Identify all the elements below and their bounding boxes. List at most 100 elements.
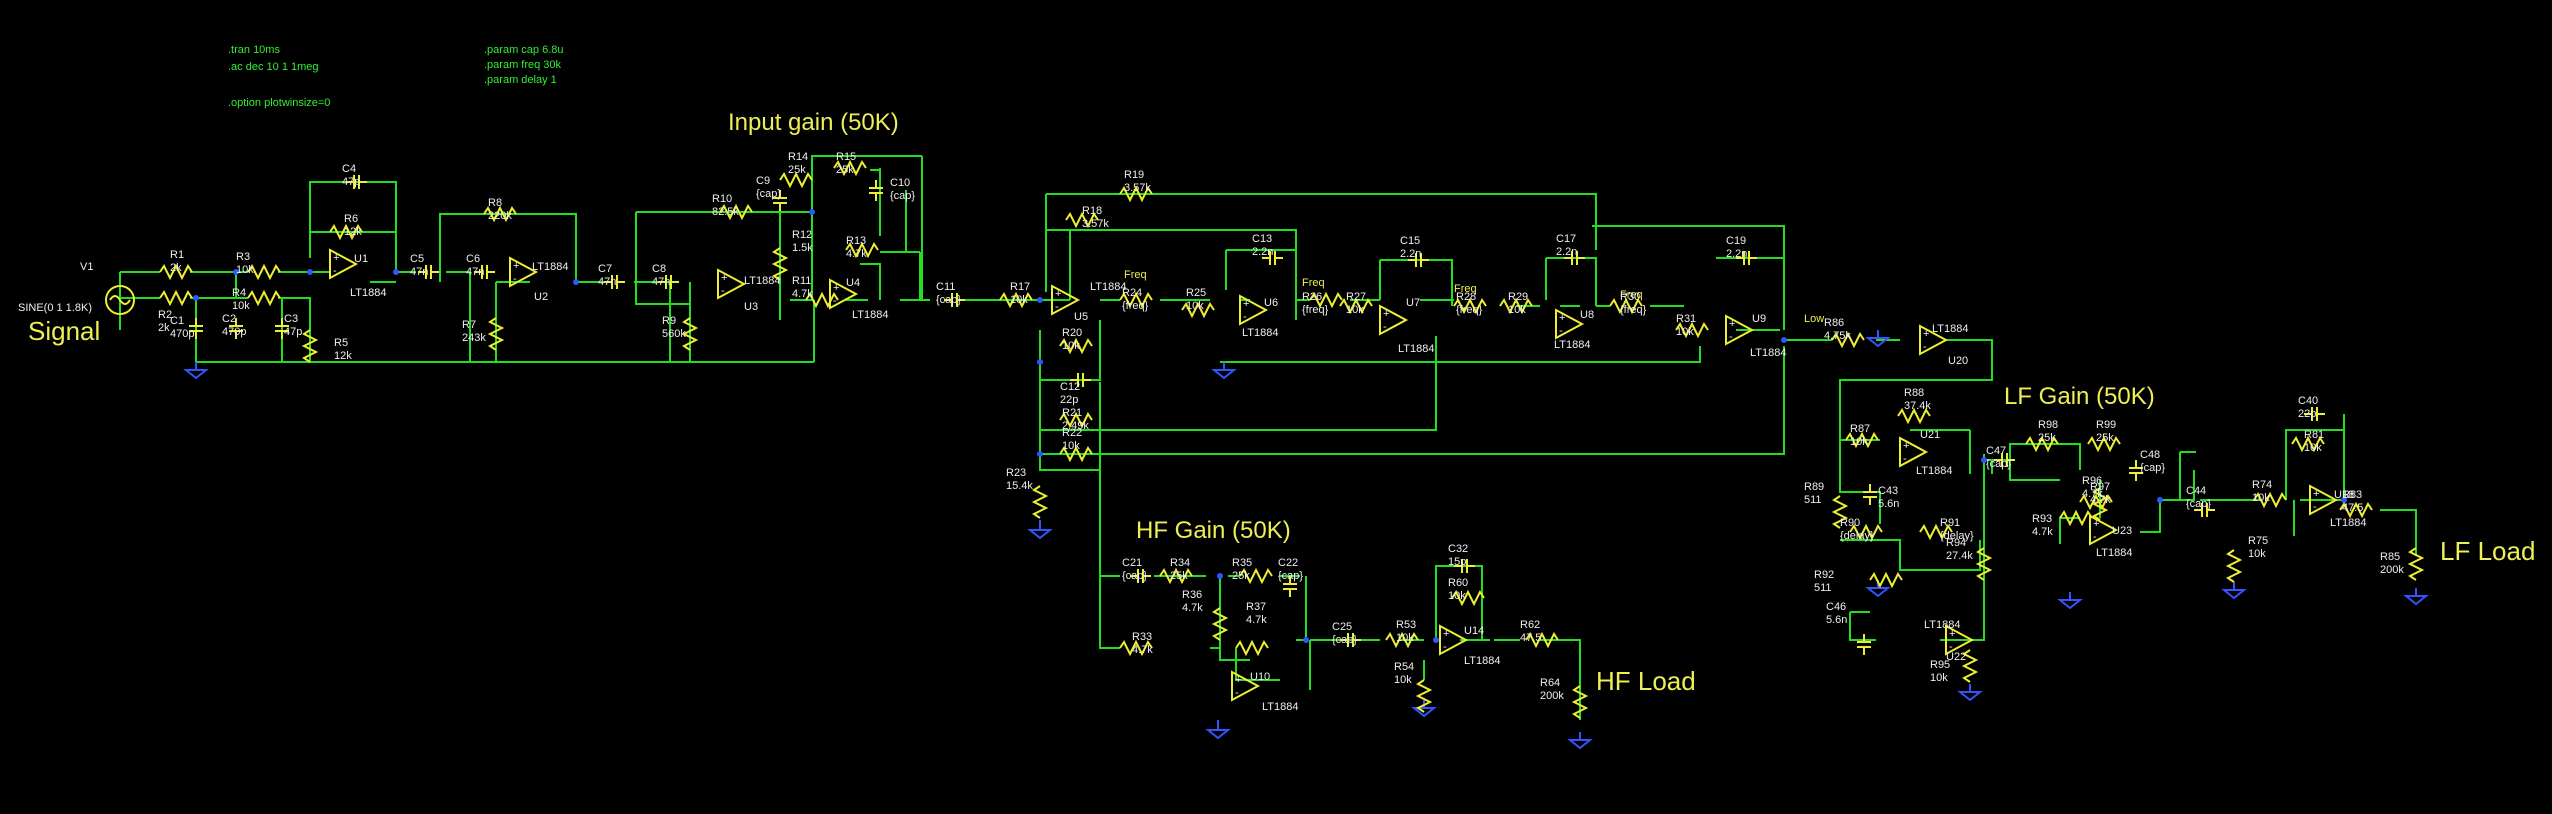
resistor-ref: R92 xyxy=(1814,569,1834,581)
resistor-ref: R89 xyxy=(1804,481,1824,493)
svg-text:+: + xyxy=(1903,440,1909,452)
capacitor-value: 47p xyxy=(342,176,360,188)
resistor-r24: R24{freq} xyxy=(1119,287,1153,312)
capacitor-value: 47n xyxy=(598,276,616,288)
resistor-value: 25k xyxy=(1170,570,1188,582)
svg-text:+: + xyxy=(1055,288,1061,300)
resistor-value: 10k xyxy=(232,300,250,312)
svg-text:+: + xyxy=(333,252,339,264)
opamp-part: LT1884 xyxy=(1090,281,1127,293)
title-lf-load: LF Load xyxy=(2440,536,2535,566)
opamp-ref: U22 xyxy=(1946,651,1966,663)
capacitor-ref: C5 xyxy=(410,253,424,265)
resistor-value: 10k xyxy=(1930,672,1948,684)
opamp-ref: U4 xyxy=(846,277,860,289)
capacitor-value: 470p xyxy=(222,326,246,338)
opamp-ref: U3 xyxy=(744,301,758,313)
resistor-value: {freq} xyxy=(1122,300,1149,312)
resistor-value: 37.4k xyxy=(1904,400,1931,412)
resistor-value: 4.7k xyxy=(792,288,813,300)
capacitor-value: {cap} xyxy=(1332,634,1357,646)
resistor-ref: R21 xyxy=(1062,407,1082,419)
resistor-ref: R12 xyxy=(792,229,812,241)
directive-ac: .ac dec 10 1 1meg xyxy=(228,61,319,73)
resistor-value: 10k xyxy=(2248,548,2266,560)
svg-text:+: + xyxy=(1243,298,1249,310)
resistor-ref: R23 xyxy=(1006,467,1026,479)
opamp-part: LT1884 xyxy=(2330,517,2367,529)
resistor-ref: R11 xyxy=(792,275,811,287)
svg-text:-: - xyxy=(1243,311,1247,323)
capacitor-value: 2.2n xyxy=(1726,248,1747,260)
resistor-ref: R97 xyxy=(2090,481,2110,493)
capacitor-ref: C4 xyxy=(342,163,356,175)
svg-text:-: - xyxy=(513,273,517,285)
resistor-ref: R54 xyxy=(1394,661,1414,673)
opamp-part: LT1884 xyxy=(1554,339,1591,351)
resistor-value: 3.57k xyxy=(1124,182,1151,194)
opamp-part: LT1884 xyxy=(2096,547,2133,559)
resistor-value: 25k xyxy=(836,164,854,176)
capacitor-value: 2.2n xyxy=(1556,246,1577,258)
net-label-low: Low xyxy=(1804,313,1824,325)
opamp-ref: U18 xyxy=(2334,489,2354,501)
resistor-ref: R62 xyxy=(1520,619,1540,631)
resistor-ref: R5 xyxy=(334,337,348,349)
resistor-ref: R20 xyxy=(1062,327,1082,339)
title-hf-load: HF Load xyxy=(1596,666,1696,696)
svg-text:+: + xyxy=(1949,628,1955,640)
resistor-value: 2.49k xyxy=(1062,420,1089,432)
capacitor-value: 2.2n xyxy=(1252,246,1273,258)
capacitor-c22: C22{cap} xyxy=(1278,557,1303,597)
resistor-value: 4.7k xyxy=(2082,488,2103,500)
capacitor-ref: C48 xyxy=(2140,449,2160,461)
resistor-ref: R98 xyxy=(2038,419,2058,431)
svg-text:-: - xyxy=(1235,687,1239,699)
resistor-value: 25k xyxy=(1232,570,1250,582)
resistor-value: 12k xyxy=(344,226,362,238)
opamp-part: LT1884 xyxy=(1932,323,1969,335)
resistor-value: 15.4k xyxy=(1006,480,1033,492)
resistor-value: 243k xyxy=(462,332,486,344)
capacitor-ref: C43 xyxy=(1878,485,1898,497)
net-label-freq: Freq xyxy=(1302,277,1325,289)
resistor-ref: R8 xyxy=(488,197,502,209)
resistor-value: 200k xyxy=(2380,564,2404,576)
svg-text:-: - xyxy=(1729,331,1733,343)
title-signal: Signal xyxy=(28,316,100,346)
svg-text:-: - xyxy=(833,295,837,307)
resistor-ref: R29 xyxy=(1508,291,1528,303)
resistor-ref: R4 xyxy=(232,287,246,299)
opamp-ref: U8 xyxy=(1580,309,1594,321)
resistor-value: {delay} xyxy=(1940,530,1974,542)
opamp-ref: U1 xyxy=(354,253,368,265)
resistor-value: 25k xyxy=(2096,432,2114,444)
opamp-part: LT1884 xyxy=(1464,655,1501,667)
